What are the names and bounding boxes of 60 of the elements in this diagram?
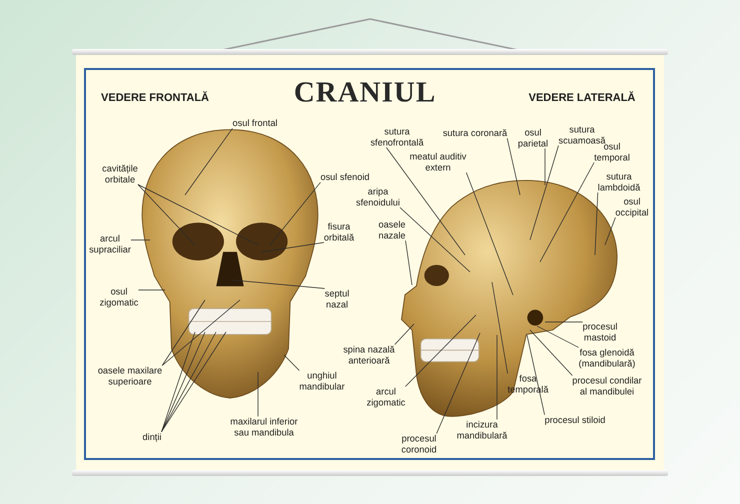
part-label: procesul coronoid xyxy=(401,434,437,454)
part-label: sutura lambdoidă xyxy=(598,172,640,192)
part-label: sutura sfenofrontală xyxy=(370,126,424,148)
part-label: arcul zigomatic xyxy=(366,386,406,408)
leader-line xyxy=(161,332,226,432)
part-label: procesul mastoid xyxy=(582,322,618,342)
leader-line xyxy=(496,334,498,420)
leader-line xyxy=(138,184,258,246)
leader-line xyxy=(162,300,240,366)
part-label: osul sfenoid xyxy=(320,172,370,182)
leader-line xyxy=(594,192,598,256)
leader-line xyxy=(530,145,559,240)
part-label: unghiul mandibular xyxy=(299,370,345,392)
poster-title: CRANIUL xyxy=(294,76,436,110)
part-label: procesul stiloid xyxy=(544,414,606,426)
part-label: procesul condilar al mandibulei xyxy=(572,376,642,396)
part-label: sutura coronară xyxy=(442,128,508,138)
part-label: aripa sfenoidului xyxy=(356,186,400,208)
part-label: oasele maxilare superioare xyxy=(98,366,162,386)
part-label: spina nazală anterioară xyxy=(343,344,395,366)
part-label: dinții xyxy=(142,432,162,442)
leader-line xyxy=(405,240,412,286)
leader-line xyxy=(604,217,616,246)
part-label: arcul supraciliar xyxy=(89,234,131,254)
leader-line xyxy=(184,128,233,196)
part-label: maxilarul inferior sau mandibula xyxy=(230,416,298,438)
leader-line xyxy=(530,330,573,376)
leader-line xyxy=(284,354,300,371)
part-label: osul frontal xyxy=(232,118,278,128)
leader-line xyxy=(540,162,594,262)
leader-line xyxy=(386,147,466,256)
view-heading: VEDERE LATERALĂ xyxy=(528,92,636,104)
part-label: meatul auditiv extern xyxy=(410,152,466,172)
part-label: fosa glenoidă (mandibulară) xyxy=(578,348,636,368)
leader-line xyxy=(526,334,545,416)
leader-line xyxy=(536,326,580,348)
part-label: osul zigomatic xyxy=(100,286,138,308)
leader-line xyxy=(506,138,520,196)
part-label: fisura orbitală xyxy=(324,222,354,242)
leader-line xyxy=(466,172,514,296)
leader-line xyxy=(162,300,206,366)
view-heading: VEDERE FRONTALĂ xyxy=(101,92,209,104)
leader-line xyxy=(138,184,196,246)
part-label: incizura mandibulară xyxy=(456,420,508,440)
leader-line xyxy=(436,332,480,434)
leader-line xyxy=(161,332,216,432)
part-label: osul occipital xyxy=(615,196,649,218)
leader-line xyxy=(405,314,476,387)
part-label: cavitățile orbitale xyxy=(102,164,138,184)
leader-line xyxy=(232,280,326,289)
leader-line xyxy=(161,332,196,432)
leader-line xyxy=(492,282,508,374)
leader-line xyxy=(394,324,414,345)
part-label: osul parietal xyxy=(518,128,548,148)
part-label: septul nazal xyxy=(324,288,350,310)
leader-line xyxy=(544,148,546,186)
part-label: sutura scuamoasă xyxy=(558,124,606,146)
leader-line xyxy=(400,207,470,272)
leader-line xyxy=(161,332,206,432)
part-label: oasele nazale xyxy=(378,220,406,240)
